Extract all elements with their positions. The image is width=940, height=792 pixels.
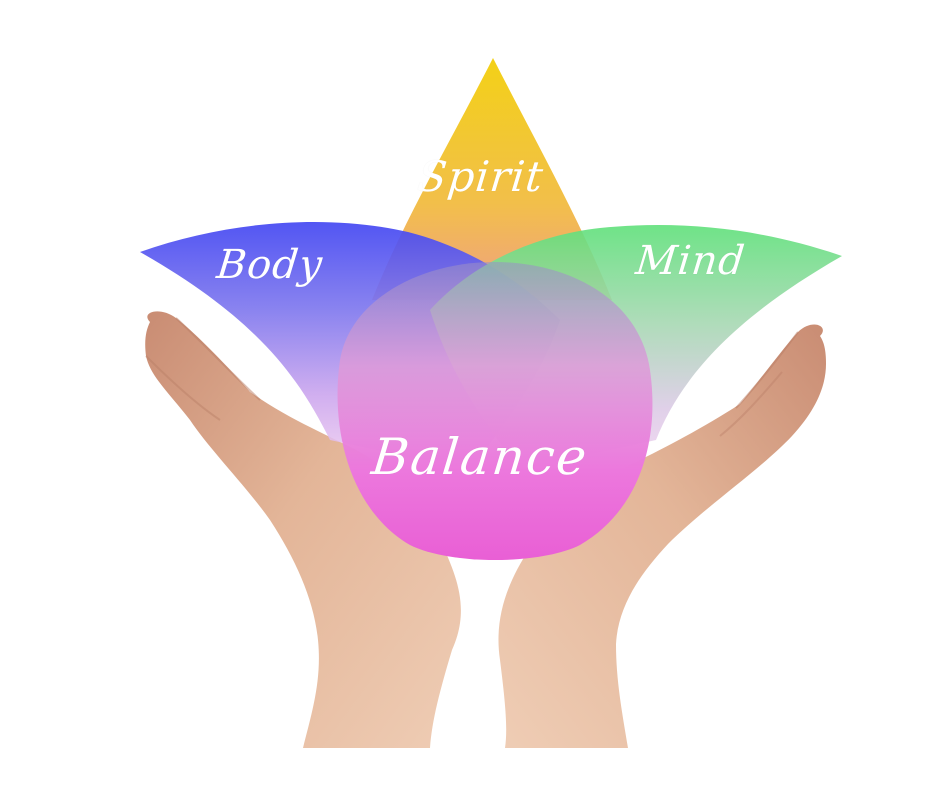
left-hand <box>145 311 461 748</box>
petal-balance <box>337 262 653 560</box>
label-mind: Mind <box>633 238 748 284</box>
label-body: Body <box>214 242 326 288</box>
right-hand <box>498 324 826 748</box>
label-spirit: Spirit <box>415 152 547 201</box>
label-balance: Balance <box>368 428 592 486</box>
